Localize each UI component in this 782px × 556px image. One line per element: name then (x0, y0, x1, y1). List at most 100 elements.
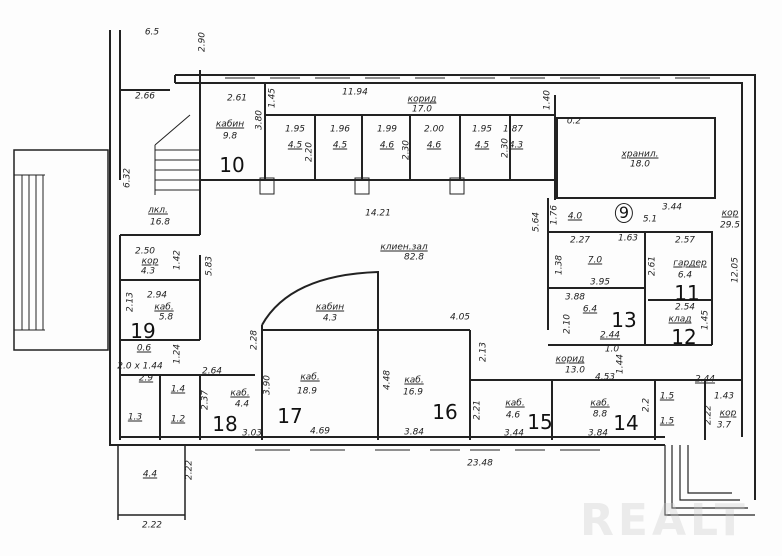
dim: 2.44 (694, 374, 716, 385)
room-number: 14 (613, 411, 639, 435)
room-area: 1.4 (170, 384, 186, 395)
room-number: 12 (671, 325, 697, 349)
room-name: кор (141, 256, 159, 267)
room-name: кабин (215, 119, 245, 130)
room-number: 9 (614, 203, 634, 223)
dim: 1.99 (376, 124, 398, 135)
room-area: 5.8 (158, 312, 174, 323)
dim: 4.48 (382, 369, 393, 391)
dim: 3.44 (503, 428, 525, 439)
dim: 1.63 (617, 233, 639, 244)
room-name: корид (407, 94, 437, 105)
room-area: 9.8 (222, 131, 238, 142)
dim: 2.44 (599, 330, 621, 341)
dim: 2.22 (184, 459, 195, 481)
dim: 1.76 (549, 204, 560, 226)
room-area: 4.3 (508, 140, 524, 151)
dim: 11.94 (342, 87, 368, 98)
room-number: 11 (674, 281, 700, 305)
dim: 3.80 (254, 109, 265, 131)
room-number: 15 (527, 410, 553, 434)
room-number: 10 (219, 153, 245, 177)
dim: 4.53 (594, 372, 616, 383)
room-area: 4.5 (287, 140, 303, 151)
dim: 23.48 (467, 458, 493, 469)
dim: 1.87 (502, 124, 524, 135)
dim: 12.05 (730, 257, 741, 283)
dim: 2.90 (197, 31, 208, 53)
cabin-arc-wall (261, 270, 379, 330)
dim: 2.00 (423, 124, 445, 135)
room-number: 19 (130, 319, 156, 343)
dim: 1.42 (172, 249, 183, 271)
dim: 2.64 (201, 366, 223, 377)
room-area: 1.3 (127, 412, 143, 423)
dim: 2.22 (703, 404, 714, 426)
dim: 6.32 (122, 167, 133, 189)
dim: 2.22 (141, 520, 163, 531)
dim: 1.45 (700, 309, 711, 331)
room-number: 16 (432, 400, 458, 424)
dim: 2.10 (562, 313, 573, 335)
dim: 3.84 (587, 428, 609, 439)
dim: 6.5 (144, 27, 160, 38)
windows-top (225, 77, 710, 451)
entrance-porch (13, 149, 109, 351)
room-area: 4.5 (474, 140, 490, 151)
outer-wall-top-right (175, 74, 756, 500)
dim: 1.96 (329, 124, 351, 135)
dim: 2.20 (304, 141, 315, 163)
storage-room (556, 117, 716, 199)
outer-wall-left-bottom (109, 30, 665, 446)
room-name: каб. (590, 398, 610, 409)
dim: 1.43 (713, 391, 735, 402)
porch-steps (14, 174, 45, 331)
room-area: 16.8 (149, 217, 171, 228)
dim: 1.24 (172, 343, 183, 365)
room-name: кор (721, 208, 739, 219)
lower-annex (117, 445, 186, 520)
room-name: кор (719, 408, 737, 419)
room-number: 13 (611, 308, 637, 332)
dim: 5.64 (531, 211, 542, 233)
dim: 1.44 (615, 353, 626, 375)
dim: 3.88 (564, 292, 586, 303)
dim: 2.61 (647, 255, 658, 277)
watermark-logo: REALT (580, 495, 749, 546)
dim: 14.21 (365, 208, 391, 219)
room-area: 18.9 (296, 386, 318, 397)
dim: 2.30 (401, 139, 412, 161)
dim: 2.66 (134, 91, 156, 102)
room-name: хранил. (621, 149, 659, 160)
room-area: 4.3 (322, 313, 338, 324)
room-name: корид (555, 354, 585, 365)
dim: 4.69 (309, 426, 331, 437)
room-area: 1.2 (170, 414, 186, 425)
room-area: 1.5 (659, 391, 675, 402)
room-area: 6.4 (582, 304, 598, 315)
room-area: 29.5 (719, 220, 741, 231)
room-number: 17 (277, 404, 303, 428)
stairs (154, 114, 200, 195)
dim: 3.44 (661, 202, 683, 213)
dim: 0.6 (136, 343, 152, 354)
dim: 2.94 (146, 290, 168, 301)
dim: 2.30 (500, 137, 511, 159)
room-area: 6.4 (677, 270, 693, 281)
dim: 2.27 (569, 235, 591, 246)
room-area: 13.0 (564, 365, 586, 376)
dim: 2.0 x 1.44 (117, 361, 163, 372)
dim: 2.50 (134, 246, 156, 257)
room-name: клад (668, 314, 692, 325)
dim: 2.61 (226, 93, 248, 104)
dim: 5.83 (204, 255, 215, 277)
room-area: 4.6 (505, 410, 521, 421)
dim: 3.90 (262, 374, 273, 396)
rear-porch (664, 445, 755, 516)
dim: 2.2 (641, 397, 652, 413)
room-area: 82.8 (403, 252, 425, 263)
room-area: 2.9 (138, 373, 154, 384)
room-area: 17.0 (411, 104, 433, 115)
